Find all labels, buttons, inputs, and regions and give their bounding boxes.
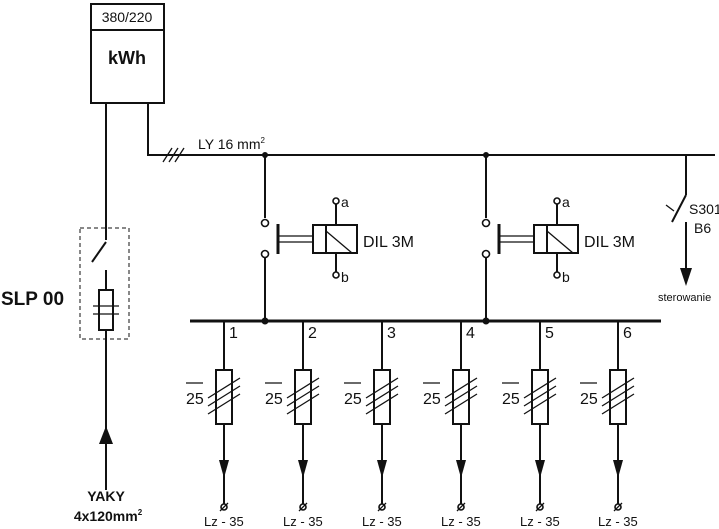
fuse-rating: 25: [580, 391, 598, 408]
circuit: 5 25 Lz - 35: [502, 321, 560, 529]
cable-type: YAKY: [87, 488, 125, 504]
circuit-number: 2: [308, 325, 317, 342]
circuit-number: 5: [545, 325, 554, 342]
contactor: a b DIL 3M: [260, 152, 414, 325]
main-switch-label: SLP 00: [1, 289, 64, 310]
circuit-number: 1: [229, 325, 238, 342]
control-output-label: sterowanie: [658, 292, 711, 304]
fuse-rating: 25: [265, 391, 283, 408]
main-switch: [79, 227, 130, 340]
load-label: Lz - 35: [441, 514, 481, 529]
circuit-number: 3: [387, 325, 396, 342]
fuse-rating: 25: [186, 391, 204, 408]
circuit-number: 4: [466, 325, 475, 342]
circuit-number: 6: [623, 325, 632, 342]
circuit: 2 25 Lz - 35: [265, 321, 323, 529]
energy-meter: 380/220 kWh: [90, 3, 165, 104]
busbar-label: LY 16 mm2: [198, 136, 266, 152]
circuit: 6 25 Lz - 35: [580, 321, 638, 529]
meter-voltage: 380/220: [102, 9, 153, 25]
load-label: Lz - 35: [598, 514, 638, 529]
coil-terminal-a: a: [562, 194, 570, 210]
circuit: 3 25 Lz - 35: [344, 321, 402, 529]
circuit: 1 25 Lz - 35: [186, 321, 244, 529]
contactor-label: DIL 3M: [584, 234, 635, 251]
coil-terminal-b: b: [562, 269, 570, 285]
contactor-label: DIL 3M: [363, 234, 414, 251]
circuit: 4 25 Lz - 35: [423, 321, 481, 529]
contactor: a b DIL 3M: [481, 152, 635, 325]
three-phase-marks: [162, 147, 185, 163]
coil-terminal-a: a: [341, 194, 349, 210]
load-label: Lz - 35: [520, 514, 560, 529]
load-label: Lz - 35: [283, 514, 323, 529]
meter-unit: kWh: [108, 48, 146, 68]
incoming-arrow: [99, 426, 113, 444]
fuse-rating: 25: [423, 391, 441, 408]
fuse-rating: 25: [502, 391, 520, 408]
breaker-name: S301: [689, 201, 719, 217]
cable-size: 4x120mm2: [74, 508, 143, 524]
control-breaker: [665, 155, 692, 286]
breaker-rating: B6: [694, 220, 711, 236]
load-label: Lz - 35: [362, 514, 402, 529]
load-label: Lz - 35: [204, 514, 244, 529]
fuse-rating: 25: [344, 391, 362, 408]
coil-terminal-b: b: [341, 269, 349, 285]
